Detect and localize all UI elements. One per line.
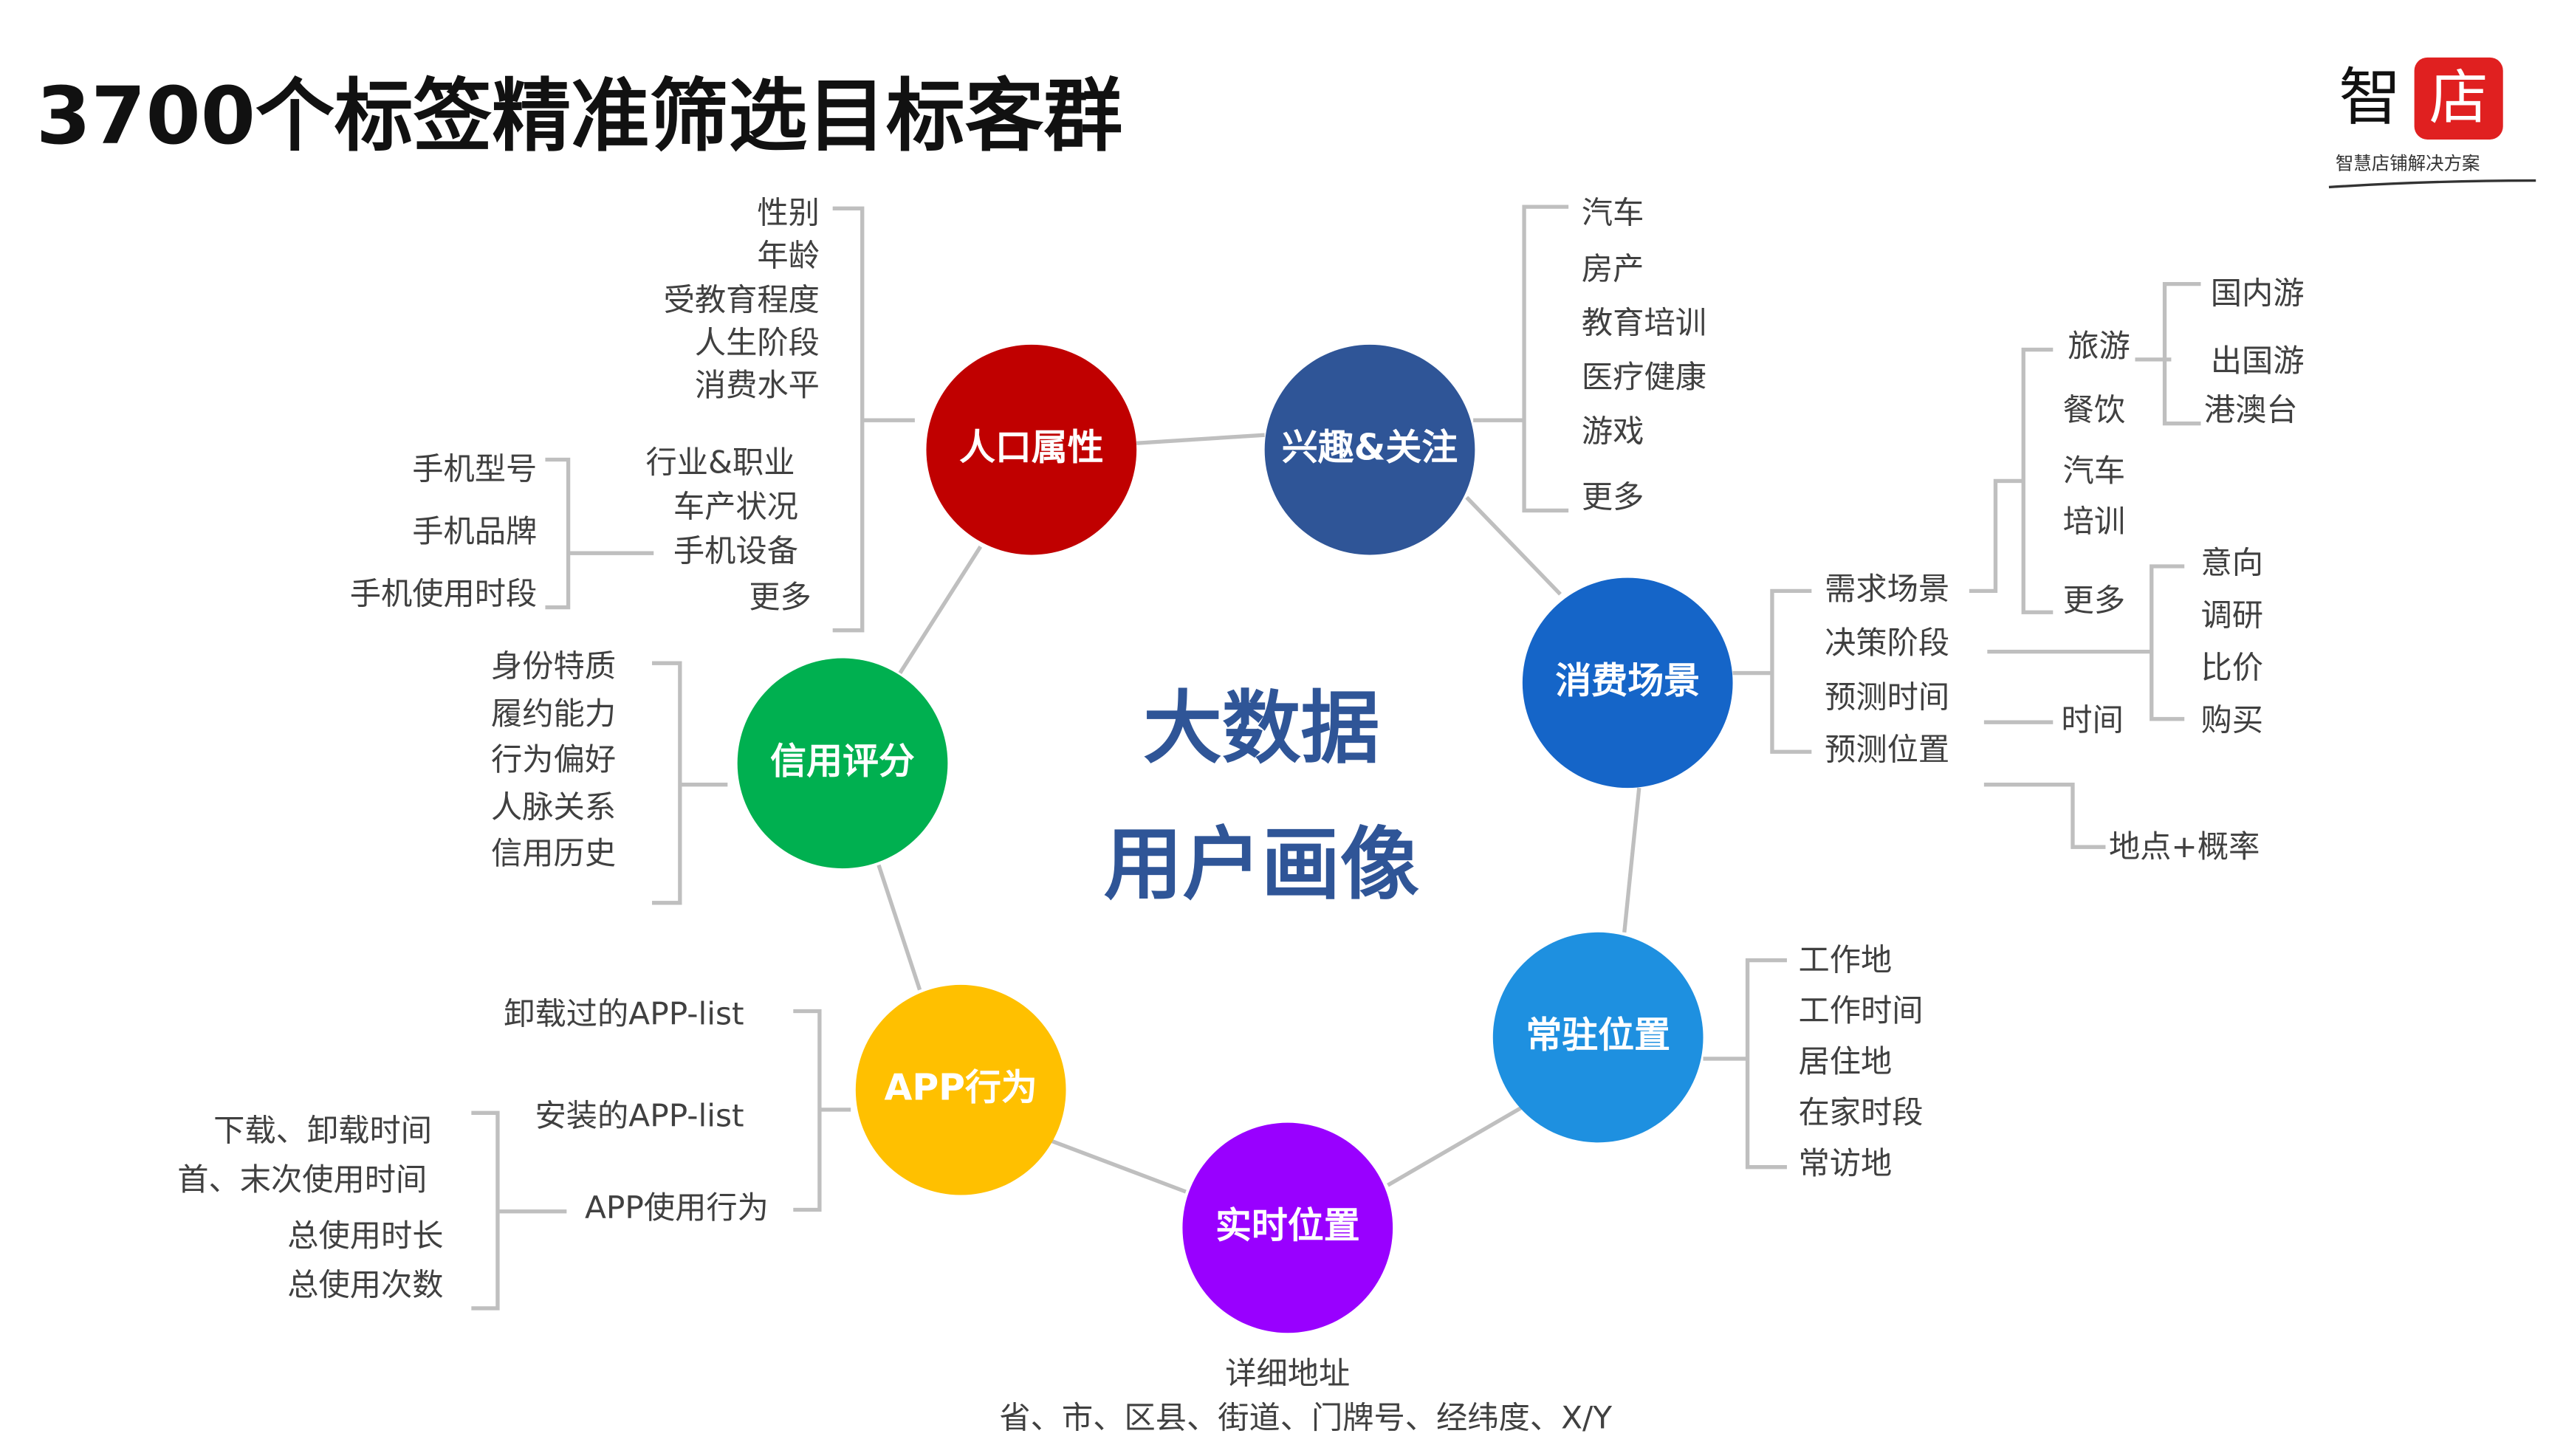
- tag: 受教育程度: [664, 282, 820, 318]
- tag: 地点+概率: [2109, 828, 2260, 865]
- tag: 国内游: [2211, 275, 2305, 312]
- tag: 房产: [1582, 250, 1644, 286]
- logo-slogan: 智慧店铺解决方案: [2336, 152, 2480, 174]
- tag: 省、市、区县、街道、门牌号、经纬度、X/Y: [999, 1400, 1612, 1436]
- node-interest[interactable]: 兴趣&关注: [1264, 344, 1475, 555]
- svg-text:APP行为: APP行为: [884, 1067, 1037, 1109]
- tag: 更多: [2063, 582, 2126, 618]
- tag: 预测时间: [1825, 679, 1949, 715]
- tag: 性别: [757, 195, 820, 231]
- tag: 教育培训: [1582, 305, 1706, 341]
- svg-text:实时位置: 实时位置: [1215, 1204, 1360, 1246]
- logo-badge: [2414, 57, 2503, 140]
- tag: 履约能力: [491, 696, 616, 732]
- tag: 汽车: [2063, 453, 2126, 489]
- svg-text:人口属性: 人口属性: [959, 427, 1104, 469]
- tag: 预测位置: [1825, 732, 1949, 768]
- tag: 手机设备: [673, 533, 798, 569]
- node-realtime[interactable]: 实时位置: [1182, 1122, 1393, 1333]
- tag: 汽车: [1582, 195, 1644, 231]
- tag: 人生阶段: [695, 324, 820, 360]
- svg-text:消费场景: 消费场景: [1555, 659, 1700, 701]
- node-demographic[interactable]: 人口属性: [926, 344, 1137, 555]
- tag: 消费水平: [695, 367, 820, 403]
- resident-tags: 工作地 工作时间 居住地 在家时段 常访地: [1799, 941, 1924, 1181]
- node-credit[interactable]: 信用评分: [737, 658, 948, 869]
- tag: 在家时段: [1799, 1094, 1924, 1130]
- tag: 需求场景: [1825, 571, 1949, 607]
- center-title: 大数据: [1143, 683, 1379, 775]
- logo: 智 店 智慧店铺解决方案: [2328, 57, 2536, 189]
- connectors: [471, 205, 2201, 1311]
- tag: 行为偏好: [491, 741, 616, 777]
- tag: 详细地址: [1225, 1356, 1350, 1392]
- realtime-tags: 详细地址 省、市、区县、街道、门牌号、经纬度、X/Y: [999, 1356, 1612, 1436]
- tag: 行业&职业: [646, 444, 795, 481]
- tag: 更多: [749, 579, 812, 615]
- page-title: 3700个标签精准筛选目标客群: [36, 71, 1122, 162]
- node-consumption[interactable]: 消费场景: [1522, 577, 1733, 789]
- tag: 手机品牌: [412, 513, 537, 549]
- center-subtitle: 用户画像: [1104, 820, 1419, 911]
- tag: 工作时间: [1799, 992, 1924, 1029]
- logo-char: 店: [2429, 63, 2488, 132]
- tag: 年龄: [757, 238, 820, 274]
- tag: 餐饮: [2063, 392, 2126, 428]
- tag: 安装的APP-list: [535, 1098, 744, 1134]
- tag: 工作地: [1799, 941, 1893, 978]
- tag: 调研: [2200, 597, 2263, 633]
- logo-char: 智: [2339, 61, 2401, 134]
- tag: APP使用行为: [585, 1189, 769, 1226]
- tag: 居住地: [1799, 1043, 1893, 1079]
- tag: 手机型号: [412, 451, 537, 487]
- tag: 意向: [2200, 544, 2263, 580]
- svg-text:常驻位置: 常驻位置: [1526, 1014, 1670, 1057]
- tag: 车产状况: [673, 489, 798, 525]
- logo-underline: [2328, 179, 2536, 189]
- demographic-tags: 性别 年龄 受教育程度 人生阶段 消费水平 行业&职业 车产状况 手机设备 更多…: [350, 195, 820, 615]
- credit-tags: 身份特质 履约能力 行为偏好 人脉关系 信用历史: [491, 648, 616, 870]
- tag: 出国游: [2211, 343, 2305, 379]
- tag: 比价: [2200, 650, 2263, 686]
- tag: 卸载过的APP-list: [504, 996, 744, 1032]
- svg-text:兴趣&关注: 兴趣&关注: [1282, 427, 1458, 469]
- tag: 总使用时长: [287, 1218, 443, 1254]
- tag: 手机使用时段: [350, 576, 538, 612]
- tag: 培训: [2063, 504, 2126, 540]
- tag: 决策阶段: [1825, 625, 1949, 661]
- tag: 身份特质: [491, 648, 616, 684]
- consumption-tags: 需求场景 决策阶段 预测时间 预测位置 旅游 餐饮 汽车 培训 更多 国内游 出…: [1825, 275, 2304, 865]
- tag: 信用历史: [491, 835, 616, 871]
- node-resident[interactable]: 常驻位置: [1492, 932, 1704, 1143]
- tag: 常访地: [1799, 1145, 1893, 1181]
- tag: 时间: [2061, 702, 2124, 738]
- tag: 港澳台: [2204, 392, 2298, 428]
- tag: 游戏: [1582, 413, 1644, 449]
- interest-tags: 汽车 房产 教育培训 医疗健康 游戏 更多: [1582, 195, 1706, 515]
- tag: 购买: [2200, 702, 2263, 738]
- tag: 下载、卸载时间: [213, 1113, 432, 1149]
- tag: 首、末次使用时间: [177, 1161, 427, 1198]
- svg-text:信用评分: 信用评分: [770, 740, 915, 782]
- node-app[interactable]: APP行为: [855, 984, 1066, 1195]
- tag: 医疗健康: [1582, 359, 1706, 395]
- tag: 总使用次数: [287, 1267, 443, 1303]
- tag: 人脉关系: [491, 789, 616, 825]
- tag: 更多: [1582, 478, 1644, 515]
- tag: 旅游: [2068, 328, 2130, 364]
- app-tags: 卸载过的APP-list 安装的APP-list APP使用行为 下载、卸载时间…: [177, 996, 769, 1303]
